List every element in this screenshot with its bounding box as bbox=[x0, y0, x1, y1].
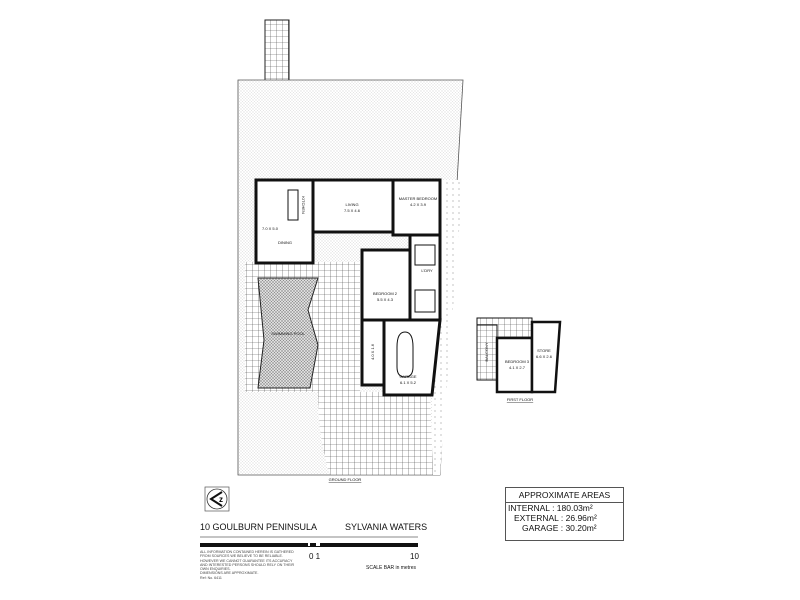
north-arrow-icon: z bbox=[204, 486, 230, 512]
bedroom-2-dims: 5.5 X 4.3 bbox=[377, 297, 394, 302]
top-path bbox=[264, 19, 290, 83]
master-bedroom-label: MASTER BEDROOM bbox=[399, 196, 437, 201]
living-label: LIVING bbox=[345, 202, 358, 207]
store bbox=[530, 320, 562, 394]
store-dims: 6.6 X 2.6 bbox=[536, 354, 553, 359]
bedroom-2-label: BEDROOM 2 bbox=[373, 291, 398, 296]
pool-label: SWIMMING POOL bbox=[271, 331, 305, 336]
areas-title: APPROXIMATE AREAS bbox=[506, 488, 623, 503]
area-external: EXTERNAL : 26.96m² bbox=[514, 513, 597, 523]
balcony-label: BALCONY bbox=[484, 342, 489, 361]
area-garage: GARAGE : 30.20m² bbox=[522, 523, 597, 533]
kitchen-label: KITCHEN bbox=[301, 196, 306, 214]
scale-end: 10 bbox=[410, 552, 419, 561]
master-bedroom bbox=[391, 178, 442, 237]
dining-label: DINING bbox=[278, 240, 292, 245]
suburb: SYLVANIA WATERS bbox=[345, 522, 428, 532]
master-bedroom-dims: 4.2 X 3.9 bbox=[410, 202, 427, 207]
first-floor-label: FIRST FLOOR bbox=[507, 397, 533, 402]
bedroom-2 bbox=[360, 248, 412, 322]
living-room bbox=[311, 178, 395, 234]
ground-floor-label: GROUND FLOOR bbox=[329, 477, 362, 482]
dining-room bbox=[254, 178, 315, 265]
disclaimer-line: DIMENSIONS ARE APPROXIMATE. bbox=[200, 571, 259, 576]
disclaimer-line: ALL INFORMATION CONTAINED HEREIN IS GATH… bbox=[200, 550, 294, 554]
dining-dims: 7.0 X 5.0 bbox=[262, 226, 279, 231]
garage-dims: 6.1 X 5.2 bbox=[400, 380, 417, 385]
garage-label: GARAGE bbox=[399, 374, 416, 379]
disclaimer-line: AND INTERESTED PERSONS SHOULD RELY ON TH… bbox=[200, 562, 295, 567]
disclaimer-line: Ref: No. 6411 bbox=[200, 575, 222, 580]
front-paving bbox=[318, 392, 433, 475]
disclaimer-line: OWN ENQUIRIES. bbox=[200, 567, 231, 572]
scale-caption: SCALE BAR in metres bbox=[366, 565, 417, 571]
approximate-areas-box: APPROXIMATE AREAS INTERNAL : 180.03m² EX… bbox=[505, 487, 624, 541]
address: 10 GOULBURN PENINSULA bbox=[200, 522, 318, 532]
svg-text:z: z bbox=[219, 495, 223, 504]
store-label: STORE bbox=[537, 348, 551, 353]
bedroom-3-label: BEDROOM 3 bbox=[505, 359, 530, 364]
swimming-pool bbox=[257, 277, 319, 389]
car-icon bbox=[396, 331, 414, 378]
disclaimer-line: FROM SOURCES WE BELIEVE TO BE RELIABLE. bbox=[200, 554, 283, 559]
area-internal: INTERNAL : 180.03m² bbox=[508, 503, 593, 513]
side-room-dims: 4.0 X 1.6 bbox=[370, 343, 375, 360]
laundry-label: L'DRY bbox=[421, 268, 433, 273]
living-dims: 7.5 X 4.6 bbox=[344, 208, 361, 213]
scale-start: 0 1 bbox=[309, 552, 321, 561]
disclaimer: ALL INFORMATION CONTAINED HEREIN IS GATH… bbox=[200, 550, 294, 580]
bedroom-3-dims: 4.1 X 2.7 bbox=[509, 365, 526, 370]
disclaimer-line: HOWEVER WE CANNOT GUARANTEE ITS ACCURACY bbox=[200, 558, 293, 563]
